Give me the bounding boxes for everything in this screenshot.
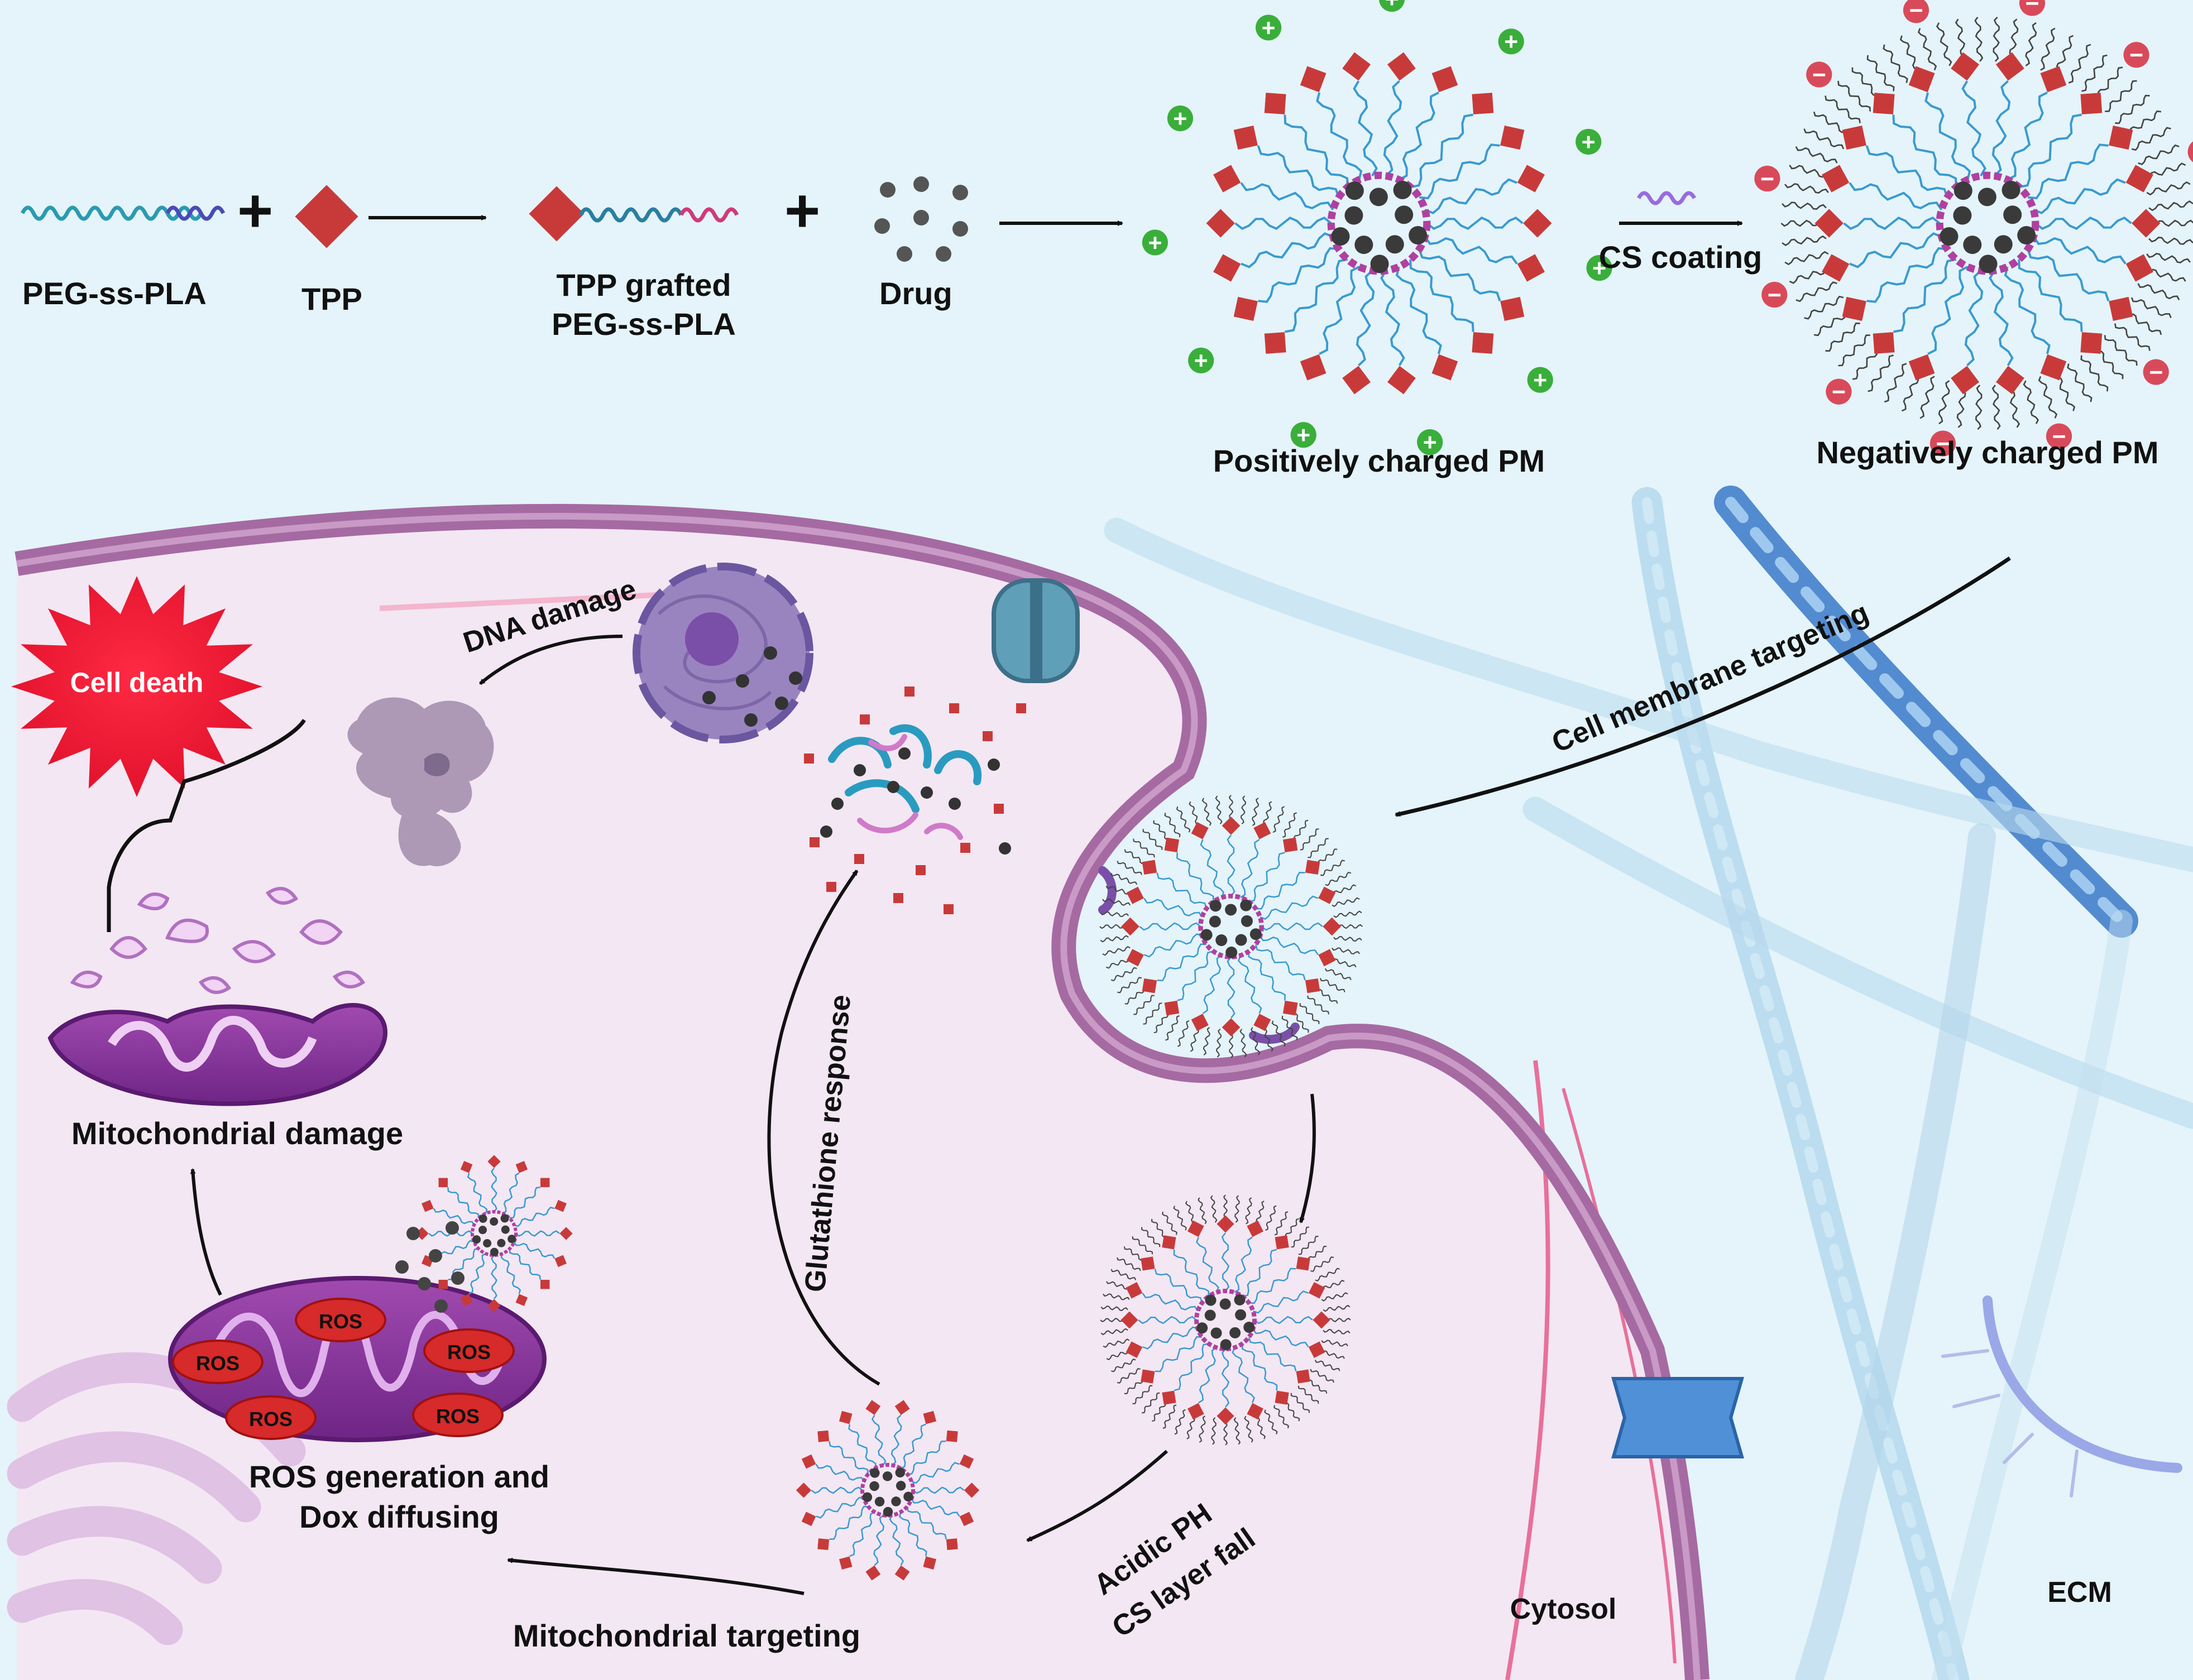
peg-ss-pla-polymer <box>20 205 226 221</box>
svg-text:−: − <box>1909 0 1923 24</box>
ros-generation-line1: ROS generation and <box>249 1459 549 1494</box>
negative-charge-icon <box>1806 61 1832 88</box>
arrow-mito-damage <box>190 1168 222 1296</box>
negative-charge-icon <box>1903 0 1929 23</box>
mitochondrion-ros <box>168 1276 547 1442</box>
mito-targeting-label: Mitochondrial targeting <box>513 1618 860 1653</box>
negative-charge-icon <box>2019 0 2046 16</box>
cell-membrane-inner <box>16 512 1701 1680</box>
plus-sign-2: + <box>784 176 820 245</box>
arrow-endosome <box>1299 1093 1316 1223</box>
positive-charge-icon <box>1379 0 1405 12</box>
svg-text:−: − <box>1812 61 1826 88</box>
positive-charge-icon <box>1167 105 1194 132</box>
ros-tag-4: ROS <box>249 1408 293 1431</box>
positive-charge-icon <box>1188 347 1214 373</box>
negative-charge-icon <box>1754 165 1780 192</box>
receptor-bottom <box>1249 1023 1300 1044</box>
svg-text:+: + <box>1582 129 1596 156</box>
positive-charge-icon <box>1527 367 1553 393</box>
ros-tag-2: ROS <box>319 1310 362 1333</box>
svg-text:+: + <box>1423 429 1437 456</box>
ros-tag-3: ROS <box>447 1341 491 1364</box>
endocytosed-micelle <box>1099 795 1363 1058</box>
svg-text:−: − <box>2052 424 2066 450</box>
cell-death-burst <box>11 576 262 797</box>
peg-ss-pla-label: PEG-ss-PLA <box>22 276 207 311</box>
positive-charge-icon <box>1498 28 1524 55</box>
svg-text:+: + <box>1296 422 1310 449</box>
positive-charge-icon <box>1255 15 1282 41</box>
tpp-grafted-line1: TPP grafted <box>556 267 731 303</box>
death-connector <box>107 719 306 932</box>
tpp-label: TPP <box>301 281 362 316</box>
membrane-channel-top <box>992 578 1080 683</box>
cs-polymer <box>1636 191 1697 205</box>
ecm-label: ECM <box>2047 1576 2112 1609</box>
svg-text:+: + <box>1504 28 1518 55</box>
svg-text:+: + <box>1533 367 1547 393</box>
negative-micelle-label: Negatively charged PM <box>1816 435 2158 470</box>
negative-charge-icon <box>2187 141 2193 162</box>
svg-text:−: − <box>2025 0 2039 17</box>
uncoated-micelle <box>796 1400 980 1581</box>
tpp-grafted-line2: PEG-ss-PLA <box>552 306 736 342</box>
svg-text:+: + <box>1173 105 1187 132</box>
ros-tag-1: ROS <box>196 1352 240 1375</box>
membrane-channel-bottom <box>1611 1377 1744 1458</box>
mito-damage-label: Mitochondrial damage <box>71 1116 403 1151</box>
drug-label: Drug <box>879 276 952 311</box>
positive-charge-icon <box>1417 429 1443 455</box>
ros-generation-line2: Dox diffusing <box>299 1499 499 1534</box>
svg-text:−: − <box>1768 282 1782 309</box>
arrow-mito-targeting <box>507 1557 805 1595</box>
cell-death-label: Cell death <box>70 667 204 698</box>
positive-micelle-label: Positively charged PM <box>1213 443 1545 478</box>
svg-text:−: − <box>1936 430 1950 457</box>
negative-charge-icon <box>2046 423 2072 449</box>
ros-tags: ROS ROS ROS ROS ROS <box>196 1310 491 1431</box>
negatively-charged-micelle: −−−−−−−−−−−− <box>1754 0 2193 457</box>
svg-text:+: + <box>1262 15 1276 41</box>
positive-charge-icon <box>1142 229 1168 256</box>
released-components <box>804 687 1026 914</box>
svg-text:−: − <box>1832 379 1846 406</box>
svg-text:+: + <box>1194 348 1208 375</box>
arrow-glutathione <box>767 870 880 1386</box>
positive-charge-icon <box>1586 255 1612 281</box>
cytosol-label: Cytosol <box>1510 1593 1617 1625</box>
arrow-dna-damage <box>479 635 623 685</box>
acidic-micelle <box>1100 1194 1351 1446</box>
receptor-left <box>1098 866 1117 914</box>
arrow-membrane-targeting <box>1395 556 2011 817</box>
plus-sign-1: + <box>237 176 273 245</box>
tpp-grafted-polymer <box>529 186 739 242</box>
positive-charge-icon <box>1576 128 1602 155</box>
ros-tag-5: ROS <box>436 1405 480 1428</box>
negative-charge-icon <box>1761 281 1788 308</box>
mitochondrion-damaged <box>47 887 388 1106</box>
negative-charge-icon <box>2143 359 2169 385</box>
dna-damage-fragments <box>347 697 494 866</box>
arrow-acidic <box>1026 1449 1168 1542</box>
positive-charge-icon <box>1290 422 1316 448</box>
cs-coating-label: CS coating <box>1599 239 1762 275</box>
negative-charge-icon <box>1826 378 1852 405</box>
svg-text:+: + <box>1592 255 1606 282</box>
svg-text:−: − <box>2149 359 2163 386</box>
svg-text:−: − <box>1760 166 1774 193</box>
drug-particles <box>874 176 968 262</box>
nucleus <box>633 563 813 743</box>
svg-text:−: − <box>2129 42 2143 69</box>
svg-text:+: + <box>1385 0 1399 13</box>
negative-charge-icon <box>1929 430 1956 457</box>
dox-diffusing-particles <box>395 1221 465 1313</box>
svg-text:+: + <box>1148 229 1162 256</box>
positively-charged-micelle: + + + + + + + + + + + <box>1142 0 1612 456</box>
negative-charge-icon <box>2123 42 2149 68</box>
ecm-fibers <box>1104 486 2193 1680</box>
